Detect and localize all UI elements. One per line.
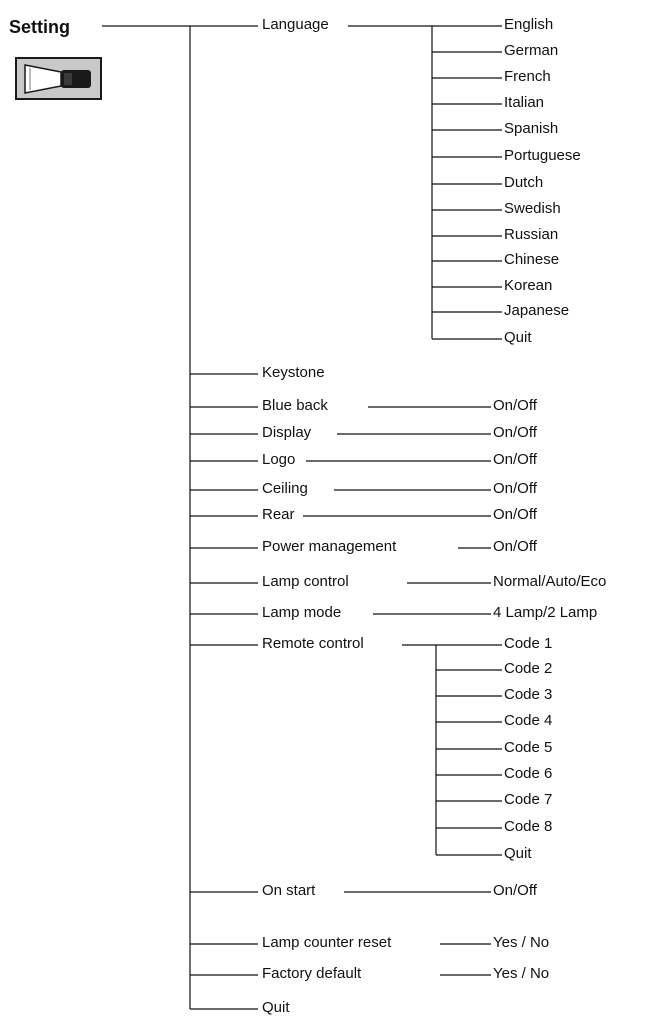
option-language-german: German	[504, 42, 559, 60]
menu-item-power-management: Power management	[262, 538, 397, 556]
value-power-management: On/Off	[493, 538, 537, 556]
option-language-chinese: Chinese	[504, 251, 560, 269]
option-remote-control-code-2: Code 2	[504, 660, 553, 678]
value-lamp-counter-reset: Yes / No	[493, 934, 550, 952]
value-ceiling: On/Off	[493, 480, 537, 498]
option-language-english: English	[504, 16, 554, 34]
option-remote-control-code-7: Code 7	[504, 791, 553, 809]
value-logo: On/Off	[493, 451, 537, 469]
value-display: On/Off	[493, 424, 537, 442]
value-factory-default: Yes / No	[493, 965, 550, 983]
value-rear: On/Off	[493, 506, 537, 524]
option-remote-control-code-3: Code 3	[504, 686, 553, 704]
option-language-russian: Russian	[504, 226, 559, 244]
value-blue-back: On/Off	[493, 397, 537, 415]
option-remote-control-code-8: Code 8	[504, 818, 553, 836]
option-language-swedish: Swedish	[504, 200, 561, 218]
menu-item-lamp-control: Lamp control	[262, 573, 349, 591]
menu-item-ceiling: Ceiling	[262, 480, 308, 498]
menu-item-display: Display	[262, 424, 312, 442]
menu-item-factory-default: Factory default	[262, 965, 362, 983]
menu-item-lamp-mode: Lamp mode	[262, 604, 342, 622]
projector-icon	[15, 57, 102, 100]
option-remote-control-code-4: Code 4	[504, 712, 553, 730]
option-remote-control-code-1: Code 1	[504, 635, 553, 653]
menu-item-rear: Rear	[262, 506, 295, 524]
option-language-french: French	[504, 68, 551, 86]
option-language-dutch: Dutch	[504, 174, 544, 192]
menu-item-quit: Quit	[262, 999, 290, 1017]
menu-item-blue-back: Blue back	[262, 397, 328, 415]
menu-item-logo: Logo	[262, 451, 296, 469]
option-remote-control-quit: Quit	[504, 845, 532, 863]
option-language-spanish: Spanish	[504, 120, 559, 138]
menu-item-lamp-counter-reset: Lamp counter reset	[262, 934, 392, 952]
menu-item-on-start: On start	[262, 882, 316, 900]
menu-item-remote-control: Remote control	[262, 635, 364, 653]
value-lamp-control: Normal/Auto/Eco	[493, 573, 607, 591]
option-language-quit: Quit	[504, 329, 532, 347]
option-remote-control-code-6: Code 6	[504, 765, 553, 783]
menu-item-keystone: Keystone	[262, 364, 325, 382]
option-language-portuguese: Portuguese	[504, 147, 581, 165]
option-remote-control-code-5: Code 5	[504, 739, 553, 757]
option-language-japanese: Japanese	[504, 302, 570, 320]
option-language-korean: Korean	[504, 277, 553, 295]
menu-item-language: Language	[262, 16, 329, 34]
setting-title: Setting	[9, 17, 70, 37]
value-on-start: On/Off	[493, 882, 537, 900]
value-lamp-mode: 4 Lamp/2 Lamp	[493, 604, 598, 622]
option-language-italian: Italian	[504, 94, 545, 112]
